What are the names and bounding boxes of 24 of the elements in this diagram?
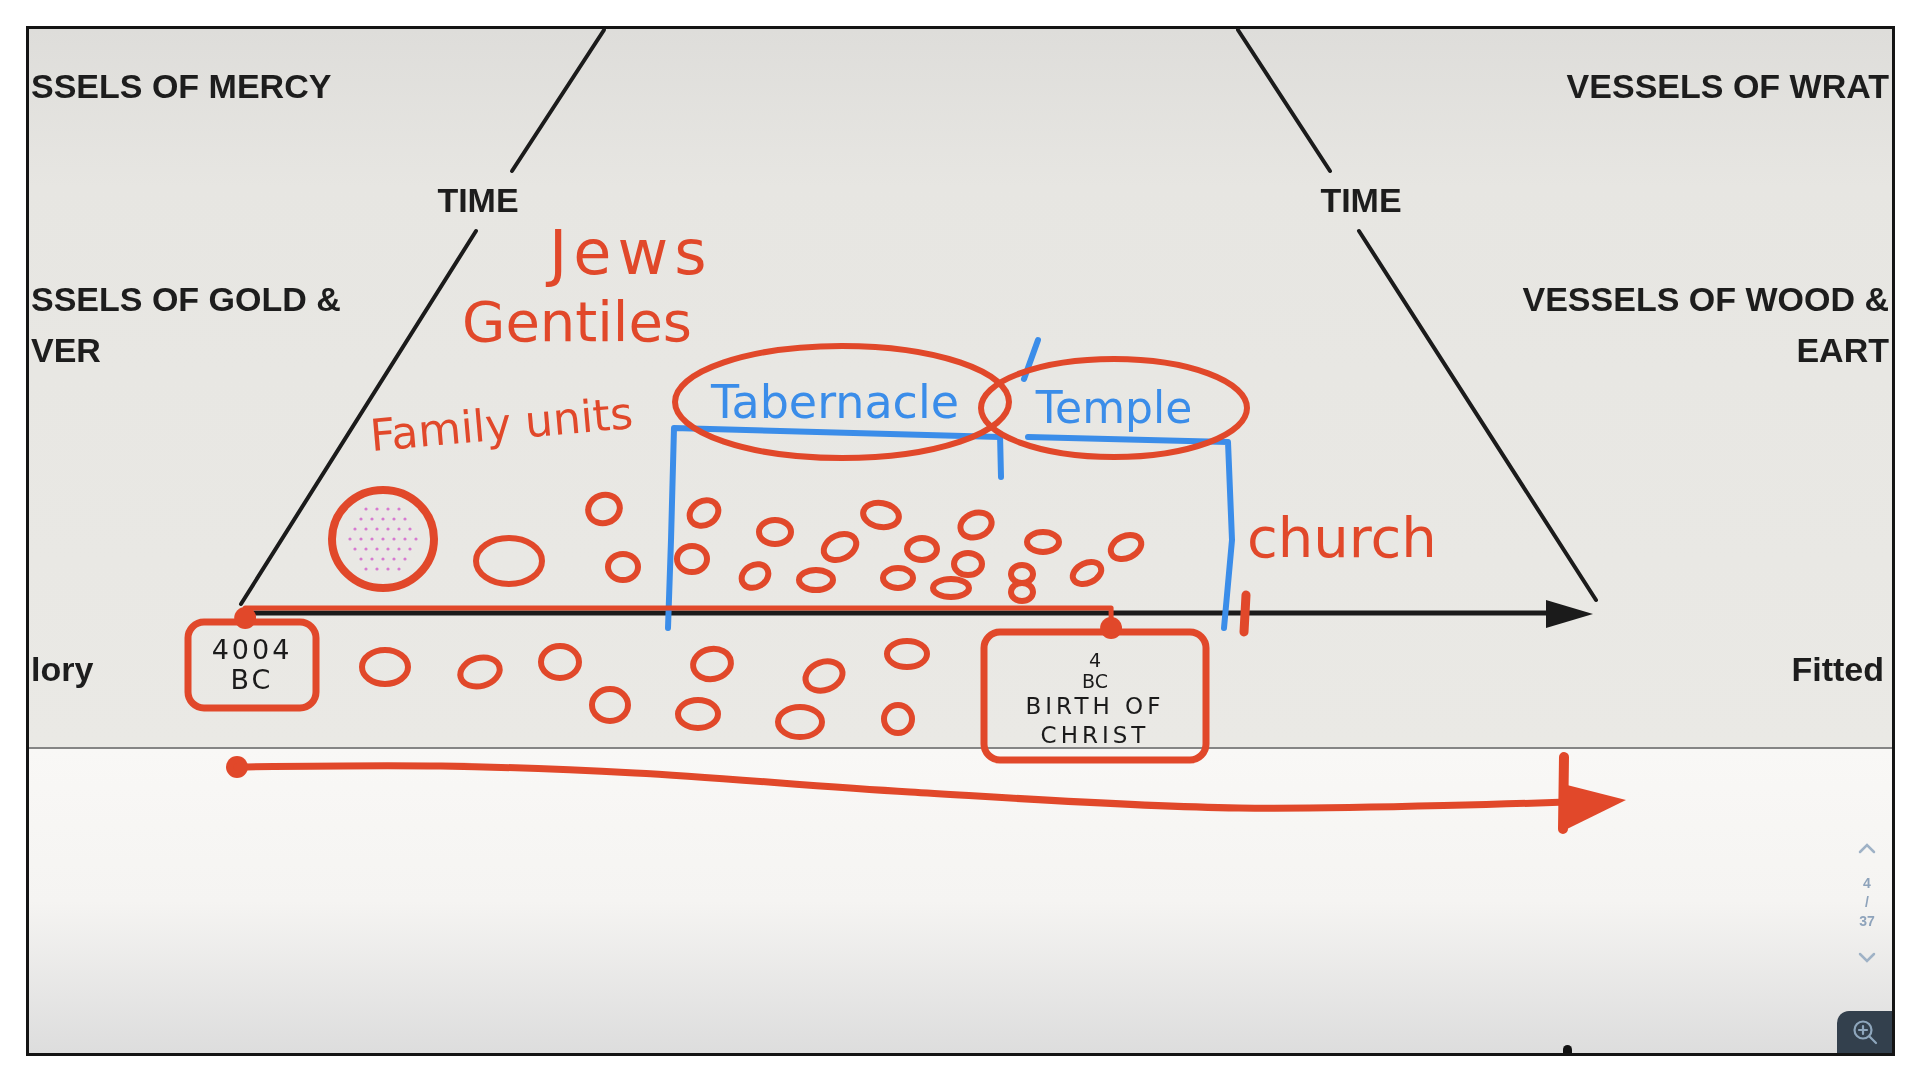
event-label: BIRTH OF CHRIST (1024, 692, 1166, 750)
heading-text: SSELS OF GOLD & VER (31, 279, 342, 371)
date-label: 4004 BC (211, 635, 293, 695)
ellipse-node (978, 356, 1250, 460)
era-label: Temple (1035, 386, 1193, 430)
date-label: 4 BC (1082, 650, 1108, 693)
connector-line (234, 605, 1123, 639)
page-separator: / (1865, 893, 1869, 912)
heading-text: VESSELS OF WOOD & EART (1521, 279, 1889, 371)
handwritten-note: Family units (368, 391, 635, 458)
heading-text: VESSELS OF WRAT (1566, 66, 1889, 107)
handwritten-note: church (1247, 510, 1437, 566)
heading-text: SSELS OF MERCY (31, 66, 332, 107)
page-number: 4 (1863, 874, 1871, 893)
axis-label: TIME (1320, 180, 1402, 221)
axis-label: TIME (437, 180, 519, 221)
page-count: 37 (1859, 912, 1875, 931)
date-box (184, 618, 320, 712)
era-label: Tabernacle (711, 379, 959, 425)
row-label: Fitted (1791, 649, 1884, 690)
ellipse-node (672, 343, 1012, 461)
date-box (980, 628, 1210, 764)
row-label: lory (31, 649, 94, 690)
handwritten-note: Gentiles (462, 294, 693, 350)
